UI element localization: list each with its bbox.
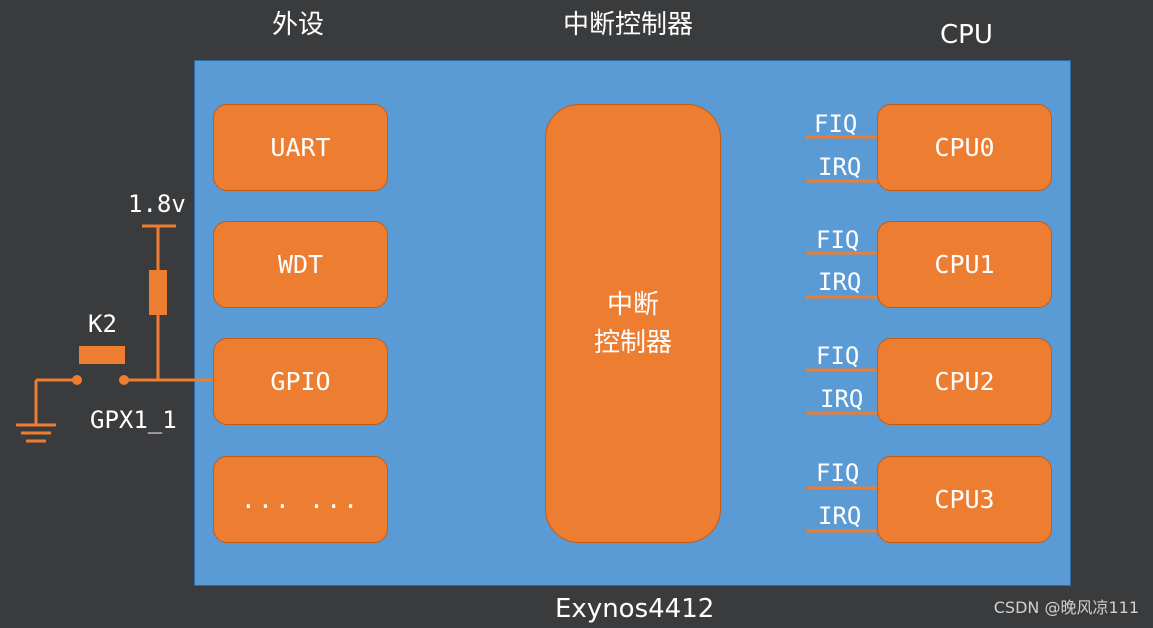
pullup-resistor [149,270,167,315]
switch-k2-bar [79,346,125,364]
voltage-label: 1.8v [128,190,186,218]
peripheral-more: ... ... [213,456,388,543]
cpu3-box: CPU3 [877,456,1052,543]
watermark: CSDN @晚风凉111 [993,598,1139,617]
interrupt-controller: 中断 控制器 [545,104,721,543]
controller-label-line1: 中断 [606,289,659,320]
cpu-header: CPU [940,20,993,50]
cpu1-irq-label: IRQ [818,268,862,296]
cpu3-irq-label: IRQ [818,502,862,530]
peripherals-header: 外设 [272,10,325,40]
cpu1-fiq-label: FIQ [816,226,860,254]
peripheral-gpio: GPIO [213,338,388,425]
cpu0-fiq-label: FIQ [814,110,858,138]
cpu3-fiq-label: FIQ [816,459,860,487]
chip-name: Exynos4412 [555,594,715,624]
switch-label: K2 [88,310,117,338]
peripheral-wdt: WDT [213,221,388,308]
gpio-pin-label: GPX1_1 [90,406,177,434]
controller-header: 中断控制器 [563,10,694,40]
controller-label-line2: 控制器 [593,327,672,358]
cpu0-box: CPU0 [877,104,1052,191]
cpu2-irq-label: IRQ [820,385,864,413]
cpu2-box: CPU2 [877,338,1052,425]
cpu1-box: CPU1 [877,221,1052,308]
peripheral-uart: UART [213,104,388,191]
cpu0-irq-label: IRQ [818,153,862,181]
cpu2-fiq-label: FIQ [816,342,860,370]
